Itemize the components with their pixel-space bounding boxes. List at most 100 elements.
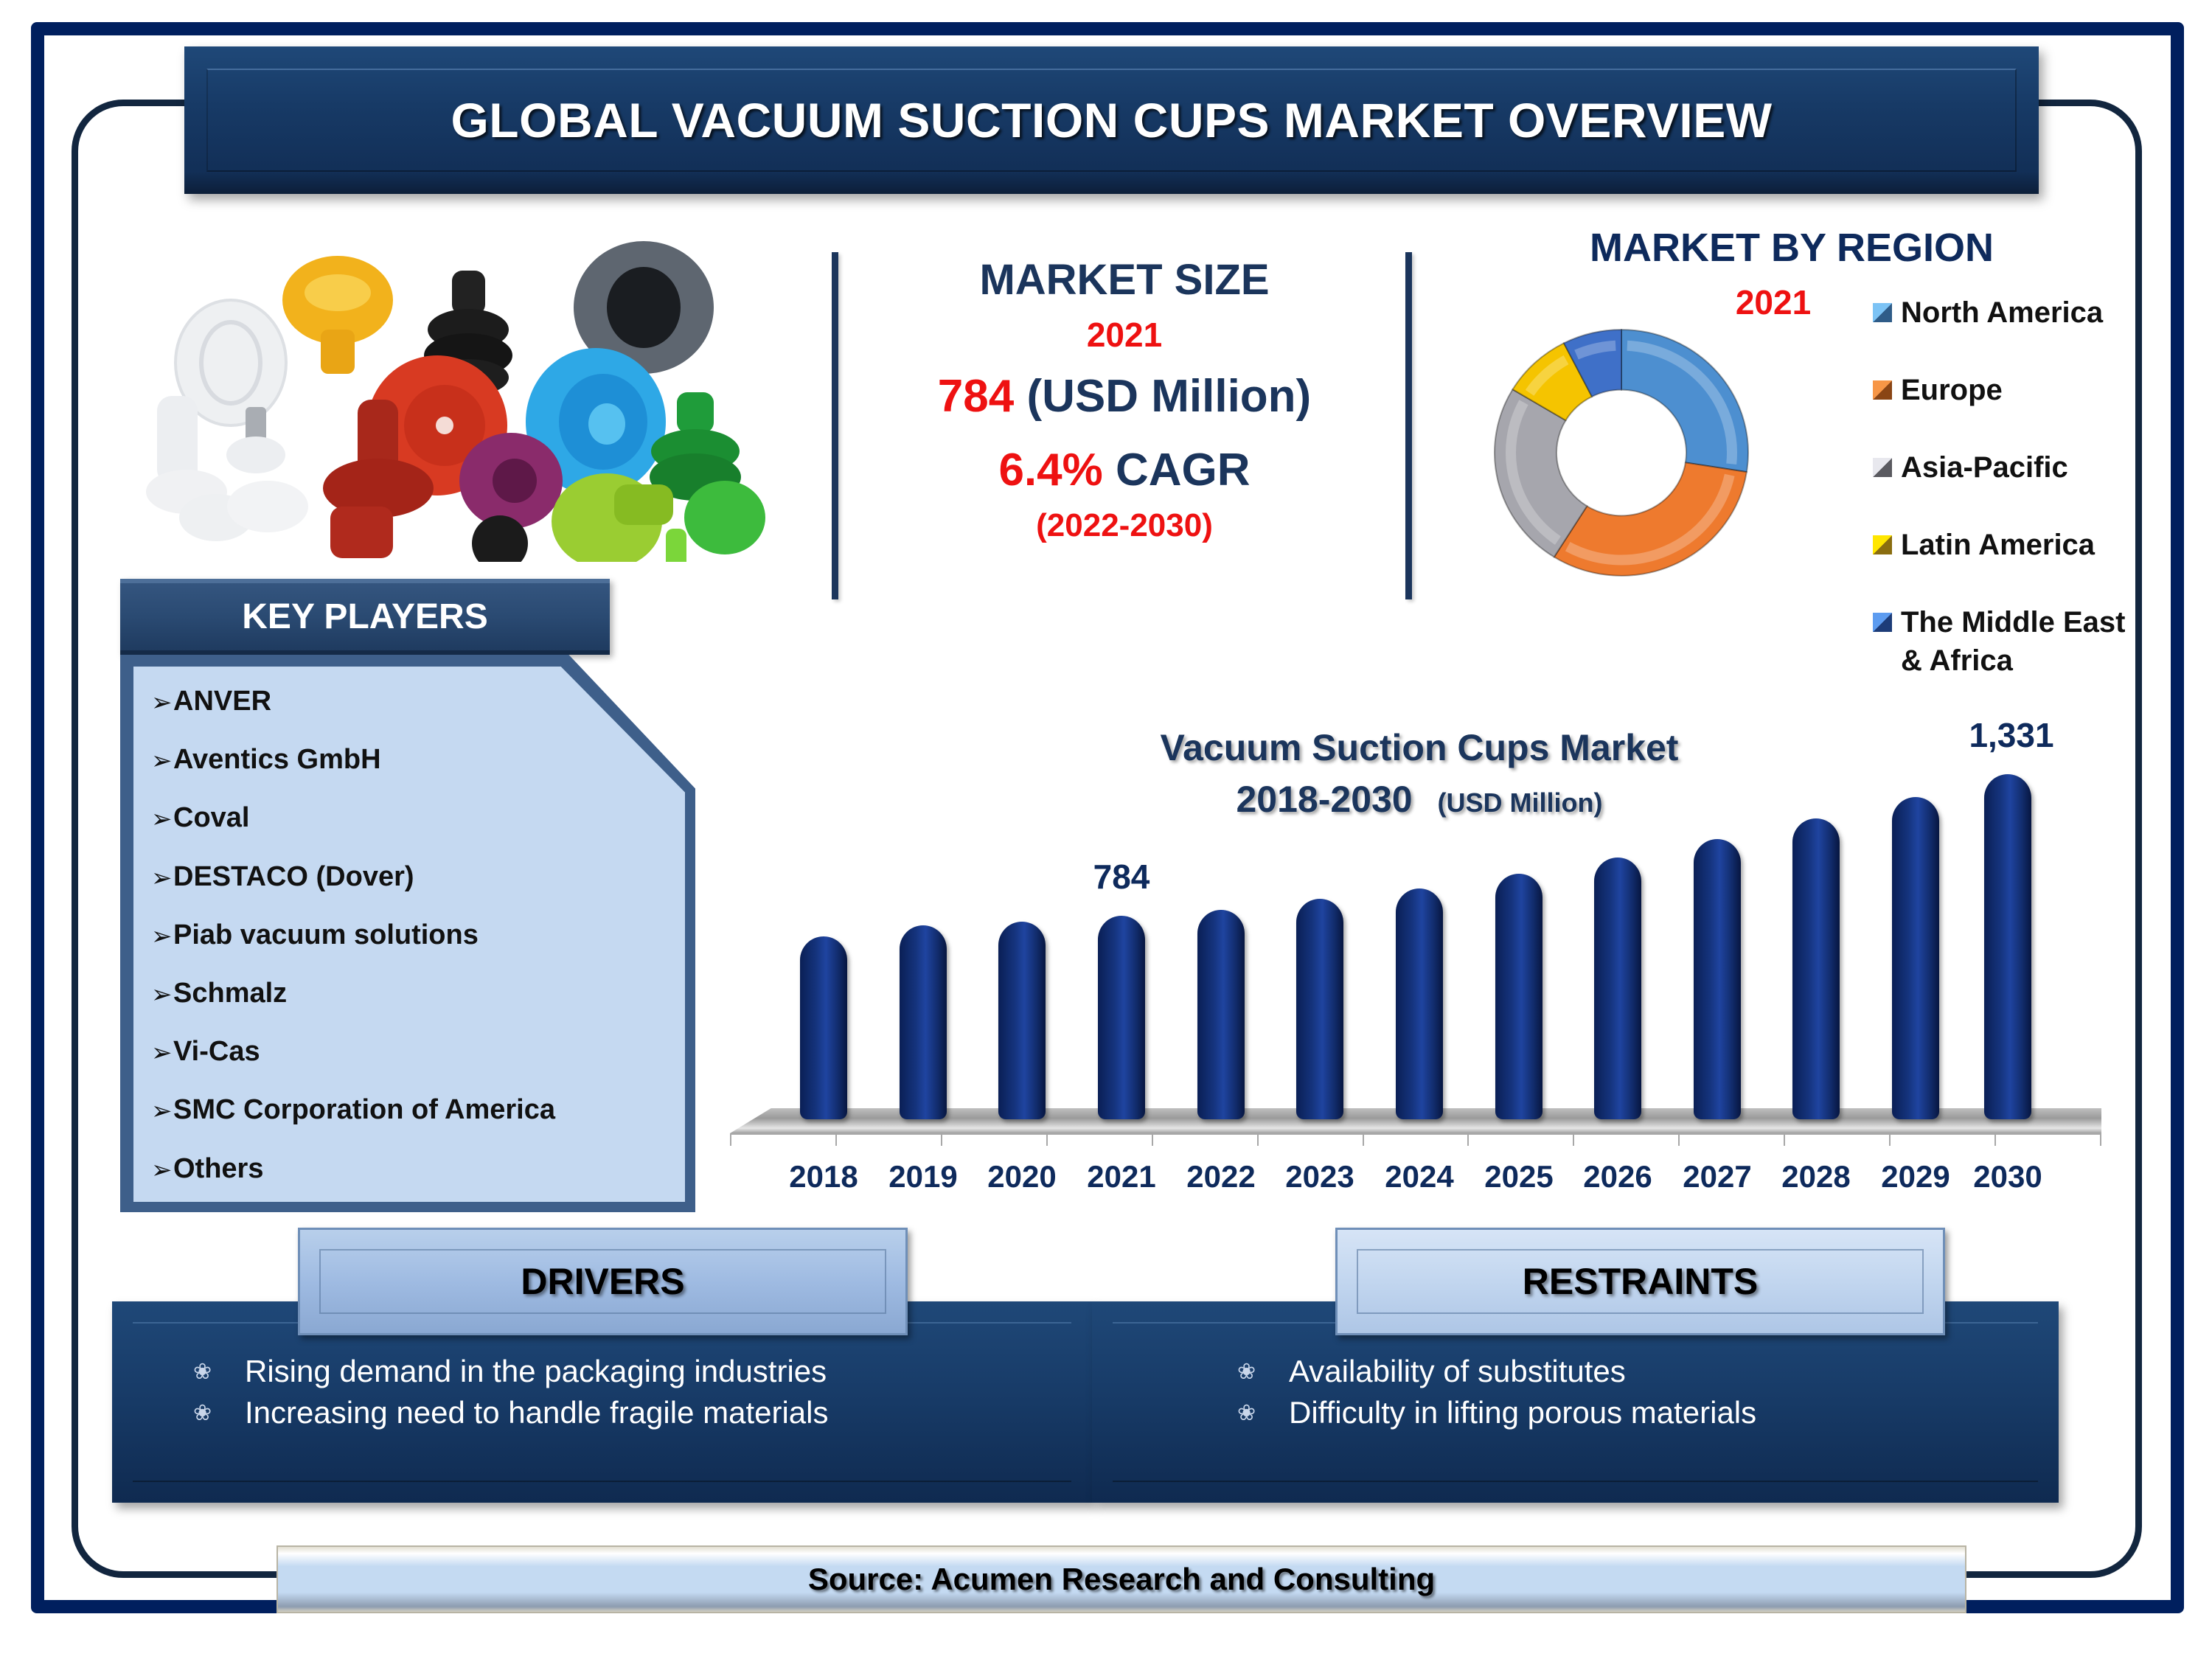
x-tick-label: 2030 xyxy=(1973,1159,2042,1194)
axis-tick xyxy=(730,1133,731,1146)
bar-2021 xyxy=(1098,916,1145,1119)
key-player-item: ➢Others xyxy=(151,1153,682,1211)
legend-label: North America xyxy=(1901,296,2104,329)
restraints-title: RESTRAINTS xyxy=(1522,1261,1759,1302)
x-tick-label: 2029 xyxy=(1881,1159,1950,1194)
driver-item: ❀ Rising demand in the packaging industr… xyxy=(193,1354,827,1388)
driver-item: ❀ Increasing need to handle fragile mate… xyxy=(193,1395,829,1430)
key-players-header: KEY PLAYERS xyxy=(120,579,610,655)
key-player-item: ➢Schmalz xyxy=(151,978,682,1036)
divider-right xyxy=(1405,252,1412,599)
market-size-title: MARKET SIZE xyxy=(979,256,1270,304)
axis-tick xyxy=(1046,1133,1048,1146)
chart-subtitle-years: 2018-2030 xyxy=(1236,779,1413,820)
bar-2026 xyxy=(1594,858,1641,1119)
bar-value-label: 1,331 xyxy=(1969,716,2054,754)
drivers-header: DRIVERS xyxy=(298,1228,908,1335)
arrow-bullet-icon: ➢ xyxy=(151,805,173,834)
x-tick-label: 2023 xyxy=(1285,1159,1354,1194)
swirl-bullet-icon: ❀ xyxy=(1237,1359,1256,1384)
x-tick-label: 2019 xyxy=(888,1159,958,1194)
legend-label: Latin America xyxy=(1901,529,2096,561)
drivers-title: DRIVERS xyxy=(521,1261,685,1302)
swirl-bullet-icon: ❀ xyxy=(193,1359,212,1384)
bar-2019 xyxy=(900,925,947,1119)
arrow-bullet-icon: ➢ xyxy=(151,863,173,892)
legend-item-mea: The Middle East & Africa xyxy=(1873,603,2168,680)
page-title: GLOBAL VACUUM SUCTION CUPS MARKET OVERVI… xyxy=(451,93,1773,147)
x-axis xyxy=(730,1133,2101,1135)
axis-tick xyxy=(1573,1133,1575,1146)
arrow-bullet-icon: ➢ xyxy=(151,1155,173,1184)
key-player-item: ➢Aventics GmbH xyxy=(151,744,682,802)
legend-label: Asia-Pacific xyxy=(1901,451,2068,484)
arrow-bullet-icon: ➢ xyxy=(151,1039,173,1068)
restraint-item: ❀ Difficulty in lifting porous materials xyxy=(1237,1395,1757,1430)
restraint-item: ❀ Availability of substitutes xyxy=(1237,1354,1626,1388)
cagr-period: (2022-2030) xyxy=(1036,507,1213,543)
key-players-box xyxy=(133,667,685,1202)
legend-swatch-icon xyxy=(1873,380,1892,400)
legend-swatch-icon xyxy=(1873,303,1892,322)
donut-slice-latin-america xyxy=(1512,342,1593,422)
cagr-line: 6.4% CAGR xyxy=(844,434,1405,507)
bar-2023 xyxy=(1296,899,1343,1119)
region-title: MARKET BY REGION xyxy=(1589,226,1994,270)
legend-item-latin-america: Latin America xyxy=(1873,526,2168,603)
key-player-item: ➢ANVER xyxy=(151,686,682,744)
restraints-header: RESTRAINTS xyxy=(1335,1228,1945,1335)
key-player-item: ➢Vi-Cas xyxy=(151,1036,682,1094)
suction-cups-illustration xyxy=(146,241,765,562)
cagr-value: 6.4% xyxy=(998,445,1103,495)
key-player-item: ➢SMC Corporation of America xyxy=(151,1094,682,1152)
axis-tick xyxy=(1256,1133,1259,1146)
axis-tick xyxy=(1151,1133,1153,1146)
bar-2028 xyxy=(1792,818,1840,1119)
key-player-item: ➢Coval xyxy=(151,802,682,860)
arrow-bullet-icon: ➢ xyxy=(151,922,173,950)
key-player-item: ➢DESTACO (Dover) xyxy=(151,861,682,919)
market-size-number: 784 xyxy=(937,371,1015,422)
arrow-bullet-icon: ➢ xyxy=(151,689,173,717)
x-tick-label: 2025 xyxy=(1484,1159,1554,1194)
bar-2022 xyxy=(1197,909,1245,1119)
donut-slice-the-middle-east-africa xyxy=(1562,329,1622,398)
chart-subtitle: 2018-2030 (USD Million) xyxy=(1032,778,1806,821)
market-size-block: MARKET SIZE 2021 784 (USD Million) 6.4% … xyxy=(844,251,1405,544)
bar-2030 xyxy=(1984,774,2031,1119)
region-legend: North America Europe Asia-Pacific Latin … xyxy=(1873,293,2168,680)
key-players-list: ➢ANVER➢Aventics GmbH➢Coval➢DESTACO (Dove… xyxy=(151,686,682,1211)
region-year: 2021 xyxy=(1735,283,1812,321)
axis-tick xyxy=(1467,1133,1470,1146)
swirl-bullet-icon: ❀ xyxy=(193,1400,212,1425)
x-tick-label: 2018 xyxy=(789,1159,858,1194)
axis-tick xyxy=(1362,1133,1364,1146)
bar-2020 xyxy=(998,922,1046,1119)
axis-tick xyxy=(1994,1133,1997,1146)
chart-subtitle-unit: (USD Million) xyxy=(1437,787,1603,818)
region-donut-chart xyxy=(1494,329,1749,577)
arrow-bullet-icon: ➢ xyxy=(151,747,173,776)
axis-tick xyxy=(1678,1133,1680,1146)
x-tick-label: 2021 xyxy=(1087,1159,1156,1194)
legend-swatch-icon xyxy=(1873,535,1892,554)
key-player-item: ➢Piab vacuum solutions xyxy=(151,919,682,978)
legend-item-north-america: North America xyxy=(1873,293,2168,371)
axis-tick xyxy=(2100,1133,2101,1146)
x-tick-label: 2022 xyxy=(1186,1159,1256,1194)
x-tick-label: 2028 xyxy=(1781,1159,1851,1194)
legend-swatch-icon xyxy=(1873,613,1892,632)
title-banner: GLOBAL VACUUM SUCTION CUPS MARKET OVERVI… xyxy=(184,46,2039,194)
drivers-list: ❀ Rising demand in the packaging industr… xyxy=(193,1351,828,1433)
x-tick-label: 2024 xyxy=(1385,1159,1454,1194)
axis-tick xyxy=(1784,1133,1786,1146)
legend-item-asia-pacific: Asia-Pacific xyxy=(1873,448,2168,526)
x-tick-label: 2027 xyxy=(1683,1159,1752,1194)
axis-tick xyxy=(940,1133,942,1146)
product-image xyxy=(128,234,773,562)
axis-tick xyxy=(835,1133,837,1146)
donut-slice-asia-pacific xyxy=(1494,388,1588,558)
legend-item-europe: Europe xyxy=(1873,371,2168,448)
bar-2025 xyxy=(1495,873,1543,1119)
x-tick-label: 2026 xyxy=(1583,1159,1652,1194)
